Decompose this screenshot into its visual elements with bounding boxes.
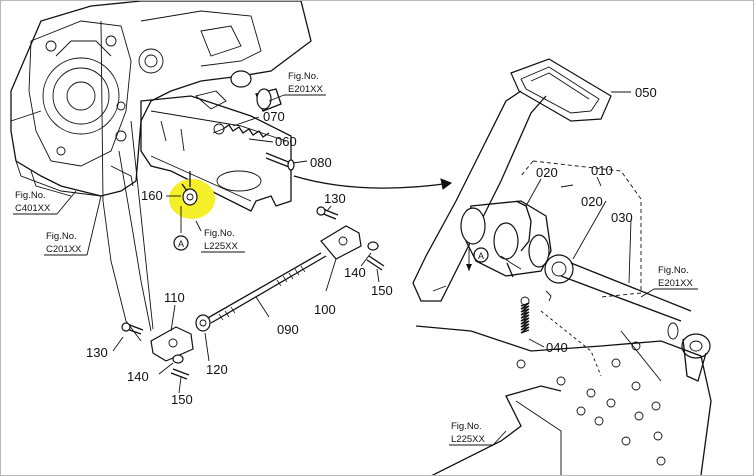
svg-text:C401XX: C401XX	[15, 203, 51, 214]
callout-090: 090	[277, 322, 299, 337]
svg-text:A: A	[478, 251, 484, 261]
circle-marker-a-left: A	[173, 235, 189, 251]
pedal-rod-090	[205, 252, 327, 324]
svg-text:L225XX: L225XX	[204, 241, 238, 252]
svg-text:Fig.No.: Fig.No.	[204, 228, 235, 239]
fig-ref-c201: Fig.No. C201XX	[44, 195, 102, 256]
pin-060	[265, 152, 295, 171]
leader-lines	[112, 91, 632, 394]
callout-140-lower: 140	[127, 369, 149, 384]
callout-020-a: 020	[536, 165, 558, 180]
fig-ref-l225-bottom: Fig.No. L225XX	[449, 421, 507, 446]
callout-130-upper: 130	[324, 191, 346, 206]
callout-060: 060	[275, 134, 297, 149]
return-spring-070	[212, 123, 270, 138]
svg-text:Fig.No.: Fig.No.	[15, 190, 46, 201]
cotter-pin-150-lower	[170, 368, 190, 380]
lock-nut-120	[195, 314, 211, 332]
assembly-dashed-box	[532, 160, 642, 298]
part-callouts: 050 070 060 080 160 130 140 150 100 110 …	[86, 85, 657, 407]
callout-010: 010	[591, 163, 613, 178]
fig-ref-c401: Fig.No. C401XX	[13, 190, 77, 215]
callout-040: 040	[546, 340, 568, 355]
svg-text:Fig.No.: Fig.No.	[288, 71, 319, 82]
svg-text:E201XX: E201XX	[288, 84, 324, 95]
callout-130-lower: 130	[86, 345, 108, 360]
floor-plate-holes	[556, 341, 666, 466]
svg-text:C201XX: C201XX	[46, 244, 82, 255]
fig-ref-l225-mid: Fig.No. L225XX	[195, 220, 245, 253]
svg-text:Fig.No.: Fig.No.	[451, 421, 482, 432]
pin-130-lower	[121, 322, 144, 335]
fig-ref-e201-top: Fig.No. E201XX	[268, 71, 326, 102]
svg-text:A: A	[178, 239, 184, 249]
direction-arrow	[293, 175, 452, 189]
engine-housing	[10, 1, 312, 342]
callout-080: 080	[310, 155, 332, 170]
floor-plate	[415, 325, 712, 475]
svg-text:L225XX: L225XX	[451, 434, 485, 445]
bushing-020	[544, 254, 574, 284]
svg-text:Fig.No.: Fig.No.	[46, 231, 77, 242]
callout-050: 050	[635, 85, 657, 100]
callout-110: 110	[164, 290, 185, 305]
brake-pedal-050	[412, 58, 612, 302]
callout-020-b: 020	[581, 194, 603, 209]
callout-030: 030	[611, 210, 633, 225]
clevis-110	[150, 326, 194, 364]
callout-140-upper: 140	[344, 265, 366, 280]
svg-text:Fig.No.: Fig.No.	[658, 265, 689, 276]
callout-150-lower: 150	[171, 392, 193, 407]
pin-130-upper	[316, 206, 339, 220]
callout-100: 100	[314, 302, 336, 317]
callout-160: 160	[141, 188, 163, 203]
circle-marker-a-right: A	[466, 247, 489, 271]
bushing-top	[230, 70, 282, 112]
nut-160	[181, 171, 198, 206]
callout-120: 120	[206, 362, 228, 377]
fig-ref-e201-right: Fig.No. E201XX	[640, 265, 698, 298]
cotter-pin-150-upper	[366, 255, 385, 271]
pedal-shaft-housing	[460, 200, 552, 278]
svg-text:E201XX: E201XX	[658, 278, 694, 289]
callout-150-upper: 150	[371, 283, 393, 298]
callout-070: 070	[263, 109, 285, 124]
pedal-bracket-plate	[140, 95, 292, 212]
clevis-100	[320, 225, 379, 260]
return-spring-040	[516, 296, 530, 369]
